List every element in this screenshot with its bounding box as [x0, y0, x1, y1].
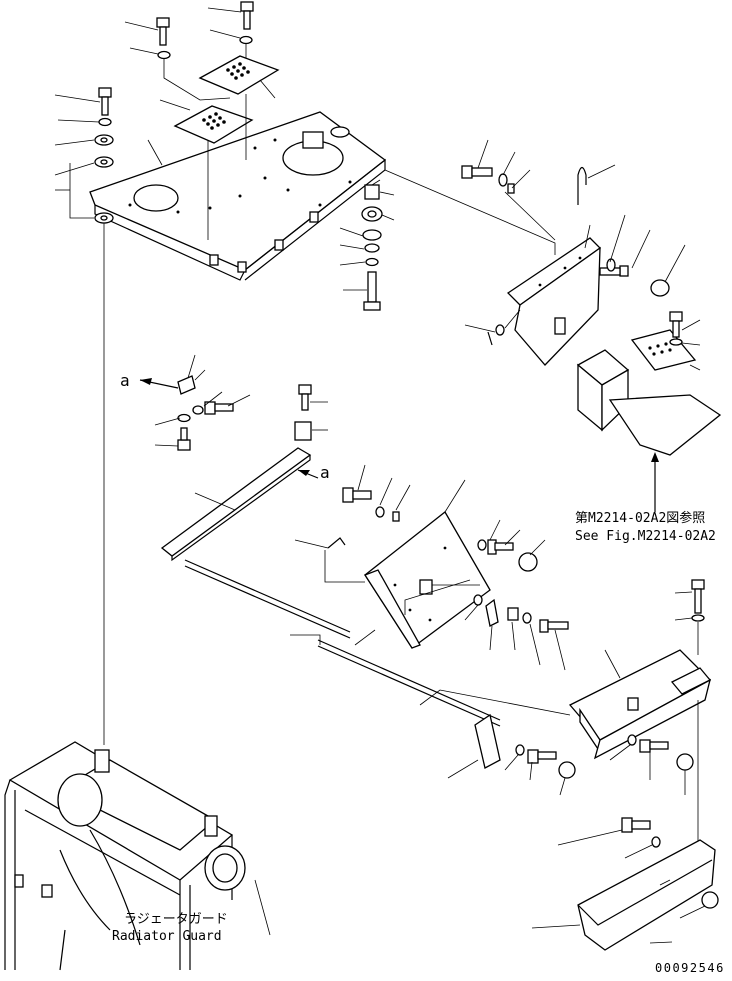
view-label-a-2: a — [320, 463, 330, 482]
control-box-assembly — [576, 311, 722, 456]
radiator-guard-label-en: Radiator Guard — [112, 929, 222, 944]
bolt-icon — [461, 165, 670, 297]
view-label-a: a — [120, 371, 130, 390]
drawing-number: 00092546 — [655, 961, 725, 975]
radiator-guard-frame — [4, 741, 246, 971]
bolt-icon — [156, 17, 170, 46]
mount-stack — [361, 184, 383, 311]
side-bracket — [474, 713, 501, 769]
bolt-icon — [240, 1, 254, 30]
bolt-icon — [515, 744, 576, 779]
right-long-cover — [568, 649, 712, 760]
radiator-guard-label-jp: ラジェータガード — [124, 912, 228, 927]
reference-note-en: See Fig.M2214-02A2 — [575, 529, 716, 544]
bolt-icon — [621, 817, 719, 909]
bolt-icon — [98, 87, 112, 116]
long-rail — [160, 447, 351, 639]
small-perforated-plate-upper — [198, 55, 280, 95]
bolt-icon — [342, 487, 569, 633]
bottom-right-cover — [577, 839, 716, 951]
small-perforated-plate-lower — [173, 105, 254, 144]
clip-icon — [177, 375, 196, 395]
top-cover-plate — [89, 111, 387, 281]
reference-note-jp: 第M2214-02A2図参照 — [575, 510, 705, 526]
center-bracket — [364, 511, 491, 649]
bolt-icon — [177, 384, 312, 451]
right-bracket — [506, 237, 602, 366]
